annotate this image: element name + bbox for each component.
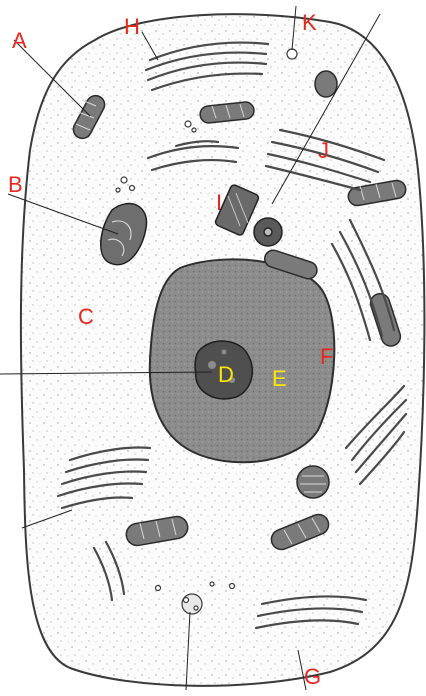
label-f: F — [320, 344, 333, 369]
label-k: K — [302, 10, 317, 35]
label-b: B — [8, 172, 23, 197]
label-e: E — [272, 366, 287, 391]
label-h: H — [124, 14, 140, 39]
label-a: A — [12, 28, 27, 53]
label-j: J — [318, 138, 329, 163]
label-g: G — [304, 664, 321, 689]
label-i: I — [216, 190, 222, 215]
label-c: C — [78, 304, 94, 329]
label-d: D — [218, 362, 234, 387]
